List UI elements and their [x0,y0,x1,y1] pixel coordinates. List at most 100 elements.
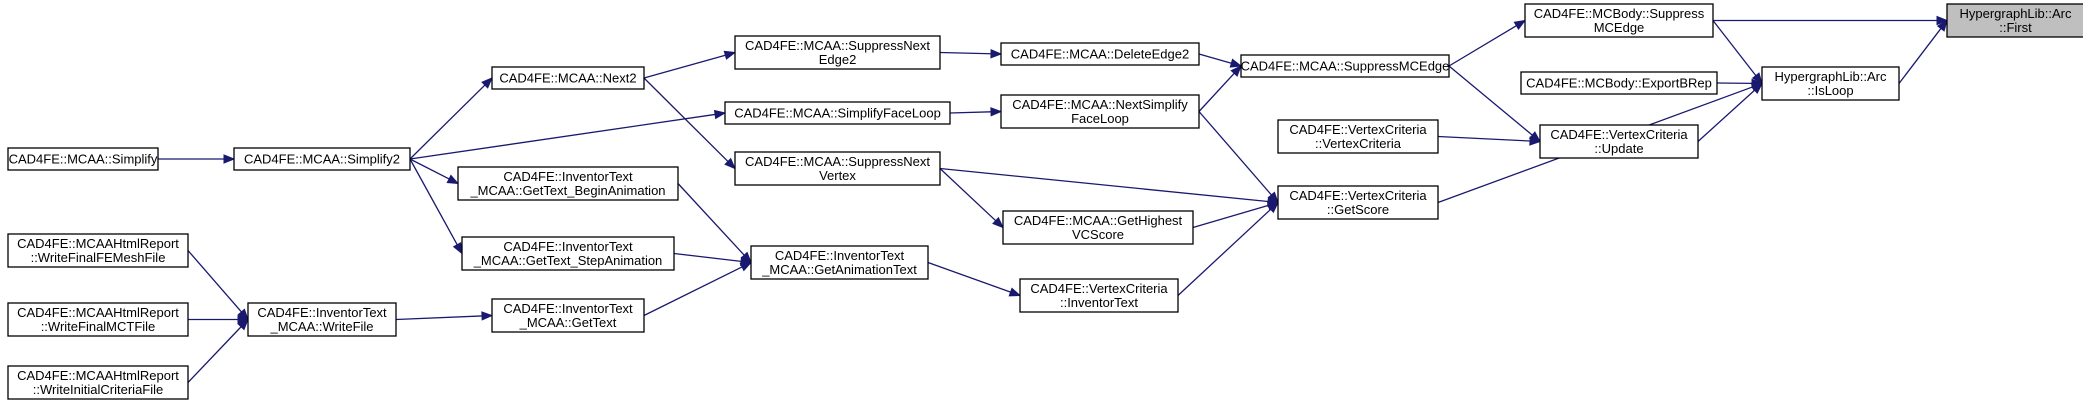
node-vcinv[interactable]: CAD4FE::VertexCriteria::InventorText [1019,278,1179,313]
node-label-line: ::InventorText [1060,295,1138,310]
edge-arrowhead [1229,58,1243,68]
node-box [734,35,941,70]
node-getanim[interactable]: CAD4FE::InventorText_MCAA::GetAnimationT… [750,245,929,280]
node-label-line: _MCAA::GetText_StepAnimation [473,253,663,268]
edge-arrowhead [1936,19,1948,32]
node-label-line: CAD4FE::MCBody::ExportBRep [1526,76,1712,91]
node-suppmce[interactable]: CAD4FE::MCBody::SuppressMCEdge [1524,3,1714,38]
node-label-line: CAD4FE::MCBody::Suppress [1534,6,1705,21]
edge-mcaasupp-to-suppmce [1448,19,1527,67]
node-simplify[interactable]: CAD4FE::MCAA::Simplify [7,147,159,171]
edge-snv-to-vcscore [939,167,1280,207]
edge-sne2-to-delete2 [939,49,1003,59]
node-ba[interactable]: CAD4FE::InventorText_MCAA::GetText_Begin… [457,166,679,201]
edge-arrowhead [990,107,1003,117]
node-box [7,365,189,400]
node-vcvc[interactable]: CAD4FE::VertexCriteria::VertexCriteria [1277,119,1439,154]
node-isloop[interactable]: HypergraphLib::Arc::IsLoop [1761,66,1900,101]
edge-line [187,250,242,313]
node-delete2[interactable]: CAD4FE::MCAA::DeleteEdge2 [1000,42,1200,66]
node-label-line: CAD4FE::VertexCriteria [1550,127,1688,142]
node-label-line: CAD4FE::MCAA::Simplify2 [244,152,400,167]
edge-ba-to-getanim [677,183,752,264]
node-box [750,245,929,280]
node-first[interactable]: HypergraphLib::Arc::First [1946,3,2083,38]
edge-snv-to-ghvc [939,168,1004,229]
edge-writefile-to-gettext [395,311,494,321]
node-wfem[interactable]: CAD4FE::MCAAHtmlReport::WriteFinalFEMesh… [7,233,189,268]
edge-line [1712,20,1757,77]
edge-line [927,261,1011,293]
node-box [1000,94,1200,129]
node-label-line: CAD4FE::VertexCriteria [1030,281,1168,296]
edge-simplify-to-simplify2 [158,154,236,164]
edge-arrowhead [481,311,494,321]
node-vcscore[interactable]: CAD4FE::VertexCriteria::GetScore [1277,185,1439,220]
node-label-line: ::WriteFinalFEMeshFile [31,250,166,265]
node-label-line: MCEdge [1594,20,1645,35]
edge-nsfl-to-vcscore [1198,111,1279,204]
edge-sfl-to-nsfl [949,107,1003,117]
node-label-line: CAD4FE::MCAAHtmlReport [17,305,179,320]
node-box [1520,71,1718,95]
node-gettext[interactable]: CAD4FE::InventorText_MCAA::GetText [491,298,645,333]
node-vcupdate[interactable]: CAD4FE::VertexCriteria::Update [1539,124,1699,159]
edge-line [409,158,450,180]
edge-arrowhead [1750,82,1764,92]
node-wmct[interactable]: CAD4FE::MCAAHtmlReport::WriteFinalMCTFil… [7,302,189,337]
node-label-line: CAD4FE::InventorText [257,305,387,320]
node-sa[interactable]: CAD4FE::InventorText_MCAA::GetText_StepA… [461,236,675,271]
edge-arrowhead [452,242,463,255]
node-wic[interactable]: CAD4FE::MCAAHtmlReport::WriteInitialCrit… [7,365,189,400]
node-writefile[interactable]: CAD4FE::InventorText_MCAA::WriteFile [247,302,397,337]
node-label-line: CAD4FE::MCAA::SuppressMCEdge [1241,59,1450,74]
edge-vcvc-to-vcupdate [1437,135,1542,146]
node-exportbrep[interactable]: CAD4FE::MCBody::ExportBRep [1520,71,1718,95]
edge-arrowhead [1513,19,1527,30]
node-label-line: Edge2 [819,52,857,67]
nodes-layer: HypergraphLib::Arc::FirstCAD4FE::MCBody:… [7,3,2083,400]
node-next2[interactable]: CAD4FE::MCAA::Next2 [491,66,645,90]
edges-layer [158,15,1949,383]
node-label-line: CAD4FE::MCAA::SimplifyFaceLoop [734,106,941,121]
node-label-line: ::WriteFinalMCTFile [41,319,156,334]
edge-arrowhead [1936,15,1949,26]
edge-line [1448,65,1533,136]
edge-arrowhead [237,318,249,331]
node-box [724,101,951,125]
node-box [1019,278,1179,313]
edge-line [187,326,242,383]
node-box [233,147,411,171]
node-label-line: CAD4FE::InventorText [503,239,633,254]
edge-arrowhead [1008,287,1022,297]
edge-line [939,51,992,55]
node-box [1000,42,1200,66]
edge-arrowhead [713,109,727,120]
node-simplify2[interactable]: CAD4FE::MCAA::Simplify2 [233,147,411,171]
node-box [7,233,189,268]
node-label-line: _MCAA::WriteFile [269,319,373,334]
edge-next2-to-sne2 [643,50,737,79]
edge-arrowhead [237,308,249,321]
edge-line [1448,25,1517,67]
node-box [247,302,397,337]
node-label-line: CAD4FE::InventorText [775,248,905,263]
edge-vcinv-to-vcscore [1177,201,1279,296]
node-label-line: CAD4FE::MCAAHtmlReport [17,368,179,383]
edge-gettext-to-getanim [643,261,753,317]
node-label-line: ::Update [1594,141,1643,156]
node-box [1002,210,1194,245]
node-label-line: CAD4FE::MCAA::NextSimplify [1012,97,1188,112]
edge-line [643,77,729,162]
edge-getanim-to-vcinv [927,261,1022,297]
node-mcaasupp[interactable]: CAD4FE::MCAA::SuppressMCEdge [1240,54,1450,78]
node-box [1524,3,1714,38]
edge-line [643,54,726,79]
node-sfl[interactable]: CAD4FE::MCAA::SimplifyFaceLoop [724,101,951,125]
node-box [1539,124,1699,159]
edge-simplify2-to-ba [409,158,460,185]
